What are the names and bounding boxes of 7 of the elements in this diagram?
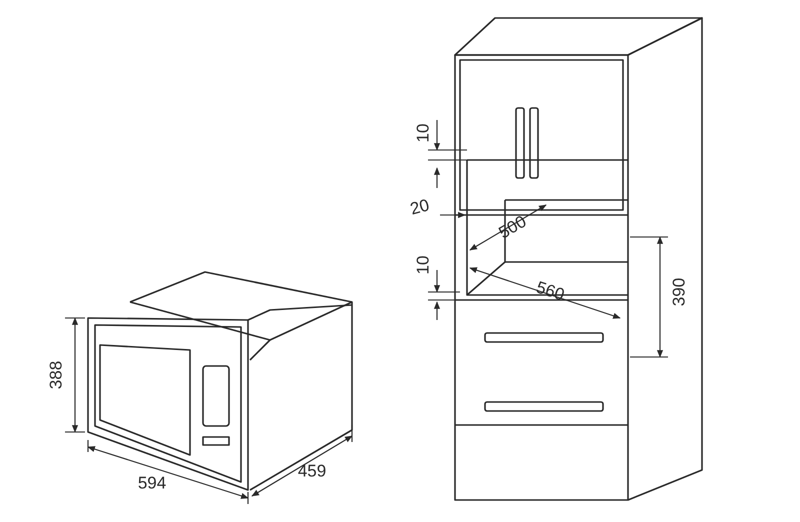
dimension-value: 10 — [413, 256, 432, 274]
dimension-value: 388 — [46, 360, 66, 390]
dimension-value: 594 — [138, 473, 166, 492]
dimension-value: 459 — [298, 461, 326, 480]
dimension-value: 20 — [408, 195, 432, 219]
dimension-value: 390 — [669, 278, 688, 306]
dimension-value: 10 — [413, 124, 432, 142]
